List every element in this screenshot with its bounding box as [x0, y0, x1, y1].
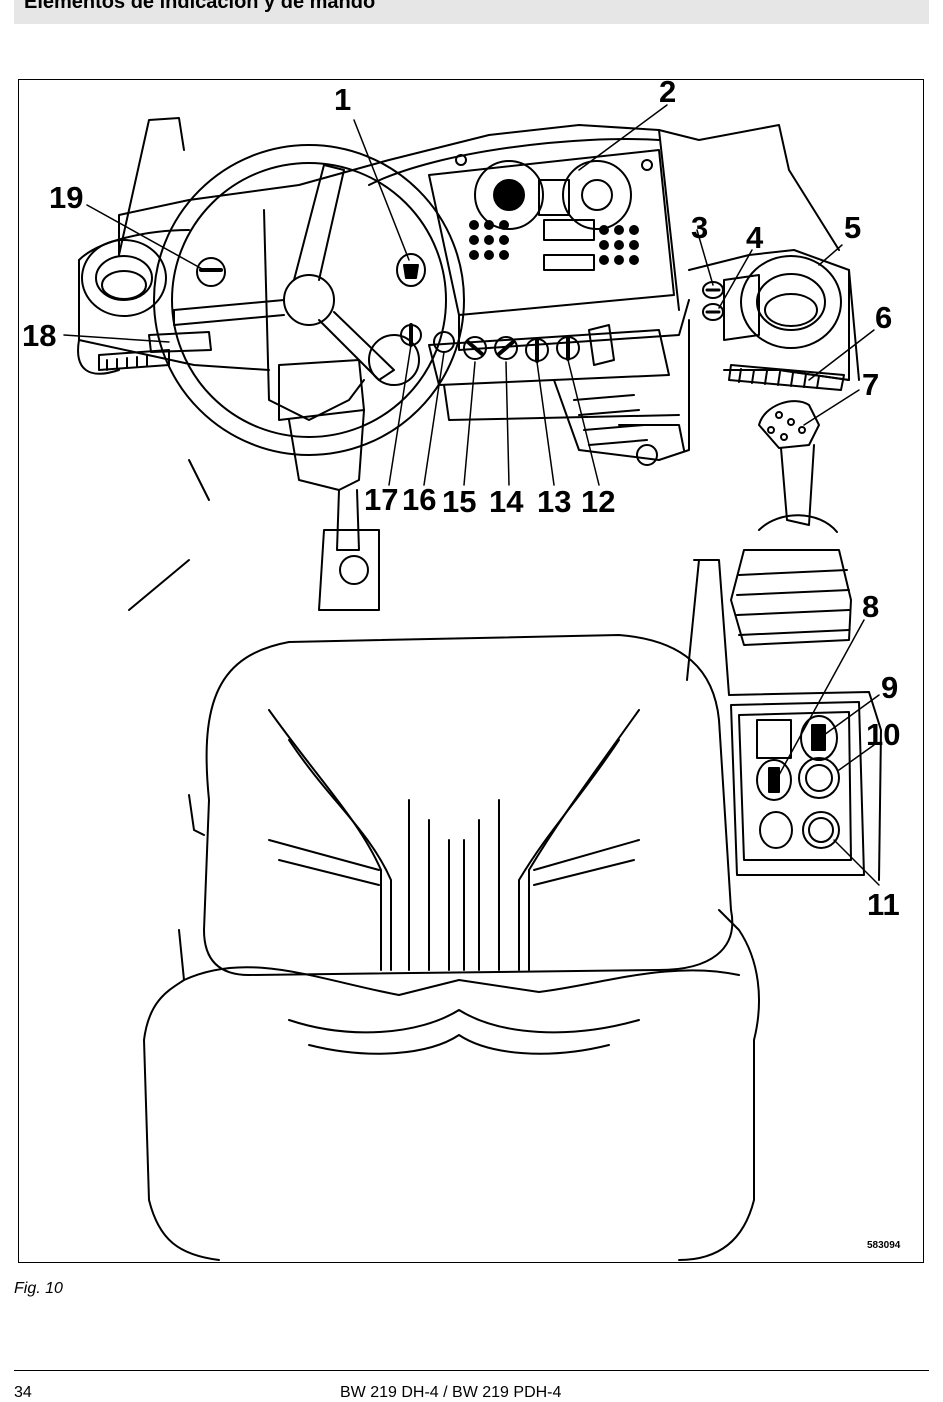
- section-title: Elementos de indicación y de mando: [24, 0, 376, 13]
- callout-7: 7: [862, 367, 879, 402]
- callout-9: 9: [881, 670, 898, 705]
- callout-14: 14: [489, 484, 524, 519]
- callout-17: 17: [364, 482, 398, 517]
- callout-10: 10: [866, 717, 900, 752]
- page-number: 34: [14, 1384, 32, 1401]
- dashboard-drawing: [77, 117, 860, 611]
- callout-4: 4: [746, 220, 764, 255]
- callout-3: 3: [691, 210, 708, 245]
- callout-5: 5: [844, 210, 861, 245]
- cockpit-illustration: 1 2 3 4 5 6 7 8 9 10 11 12 13 14 15 16 1…: [22, 80, 901, 1261]
- figure-frame: 1 2 3 4 5 6 7 8 9 10 11 12 13 14 15 16 1…: [18, 79, 924, 1263]
- figure-caption: Fig. 10: [14, 1280, 63, 1297]
- callout-6: 6: [875, 300, 892, 335]
- callout-16: 16: [402, 482, 436, 517]
- callout-1: 1: [334, 82, 351, 117]
- console-drawing: [686, 400, 882, 881]
- callout-8: 8: [862, 589, 879, 624]
- footer-model-name: BW 219 DH-4 / BW 219 PDH-4: [340, 1384, 562, 1401]
- callout-labels: 1 2 3 4 5 6 7 8 9 10 11 12 13 14 15 16 1…: [22, 80, 901, 1251]
- footer-divider: [14, 1370, 929, 1371]
- callout-12: 12: [581, 484, 615, 519]
- callout-19: 19: [49, 180, 83, 215]
- callout-2: 2: [659, 80, 676, 109]
- callout-18: 18: [22, 318, 56, 353]
- callout-11: 11: [867, 887, 900, 922]
- figure-reference-number: 583094: [867, 1240, 901, 1251]
- section-header-bar: [14, 0, 929, 24]
- leader-lines: [63, 104, 880, 886]
- callout-13: 13: [537, 484, 571, 519]
- seat-drawing: [143, 634, 760, 1261]
- callout-15: 15: [442, 484, 476, 519]
